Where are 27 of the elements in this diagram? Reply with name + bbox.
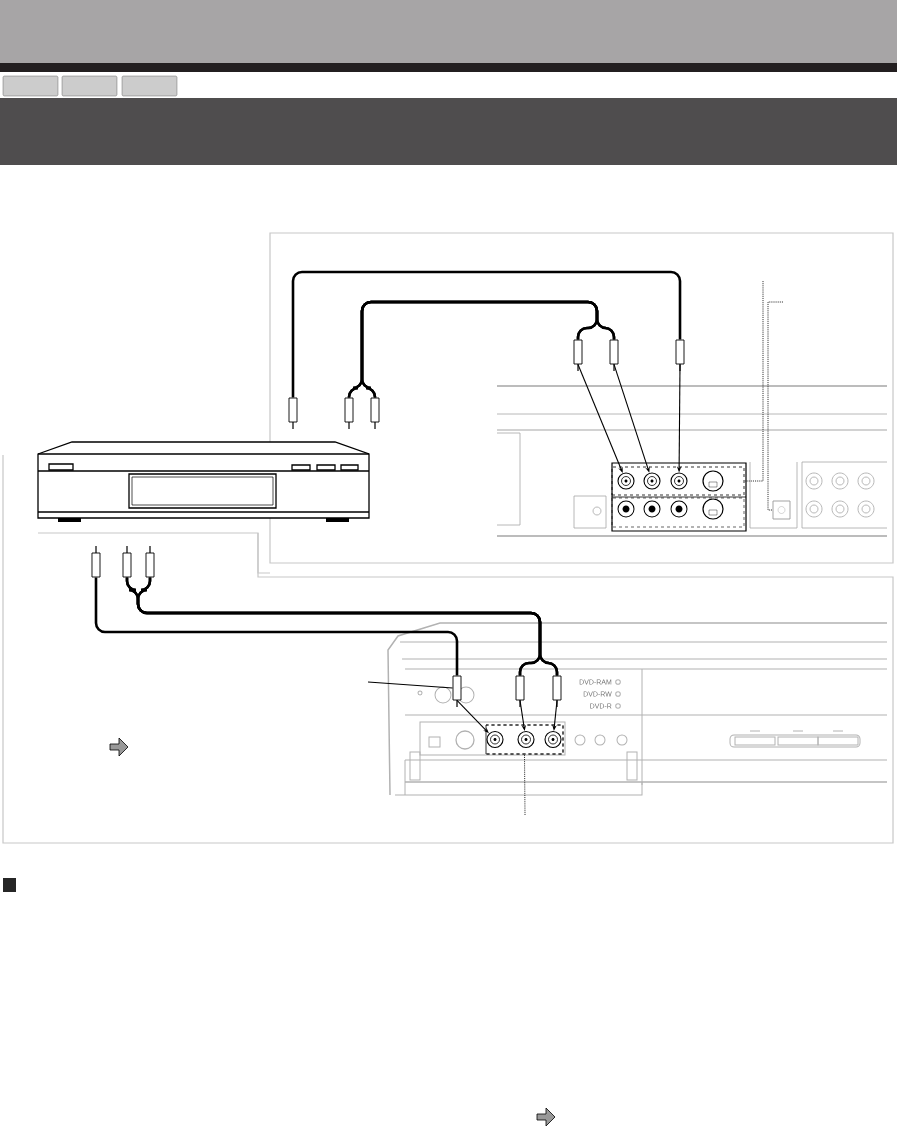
rca-plug: [573, 339, 583, 372]
jack-socket: [670, 472, 688, 490]
rca-plug: [609, 339, 619, 372]
leader-line: [367, 681, 454, 689]
jack-socket: [517, 730, 535, 749]
rca-plug: [515, 675, 525, 708]
jack-group-outline: [611, 466, 745, 496]
jack-socket: [486, 730, 504, 749]
rca-plug: [145, 545, 155, 578]
leader-line: [767, 301, 784, 511]
rca-plug: [452, 675, 462, 708]
arrow: [552, 699, 558, 731]
leader-line: [743, 280, 764, 482]
rca-plug: [122, 545, 132, 578]
cable: [291, 270, 682, 398]
cable: [94, 577, 459, 676]
rca-plug: [288, 397, 298, 430]
optical-jack: [772, 500, 791, 520]
jack-group-outline: [485, 724, 564, 755]
rca-plug: [344, 397, 354, 430]
rca-plug: [552, 675, 562, 708]
jack-socket: [617, 472, 635, 490]
jack-socket: [643, 472, 661, 490]
rca-plug: [91, 545, 101, 578]
leader-line: [524, 753, 526, 816]
jack-socket: [544, 730, 562, 749]
rca-plug: [370, 397, 380, 430]
